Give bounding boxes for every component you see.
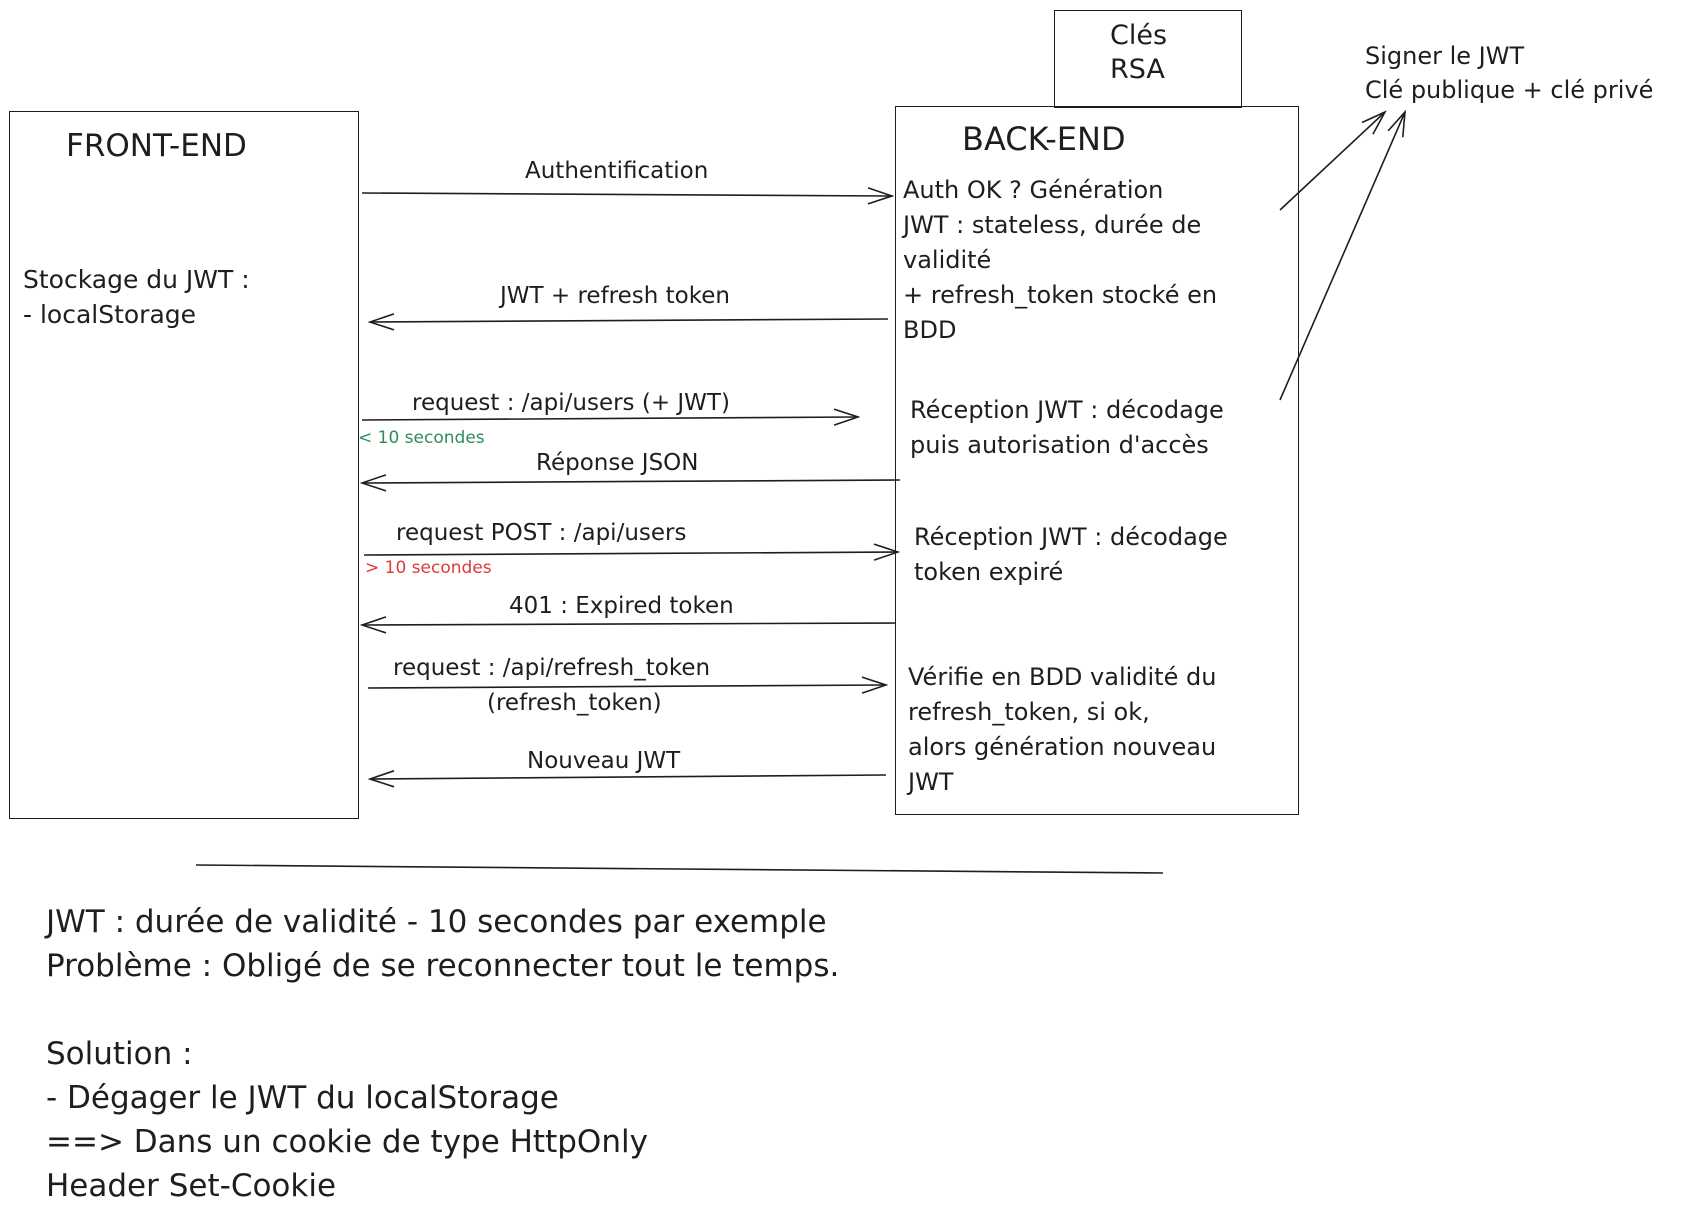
label-new-jwt: Nouveau JWT — [527, 748, 681, 774]
arrow-refresh-request — [367, 685, 886, 688]
backend-block-auth-line: Auth OK ? Génération — [903, 176, 1164, 204]
label-over-10-seconds: > 10 secondes — [365, 558, 492, 578]
backend-block-refresh-line: refresh_token, si ok, — [908, 698, 1150, 726]
backend-block-auth-line: JWT : stateless, durée de — [903, 211, 1202, 239]
arrow-auth — [361, 193, 892, 196]
backend-block-decode-line: puis autorisation d'accès — [910, 431, 1209, 459]
frontend-box — [9, 111, 359, 819]
frontend-title: FRONT-END — [66, 128, 247, 164]
backend-block-auth-line: BDD — [903, 316, 957, 344]
backend-box — [895, 106, 1299, 815]
label-refresh-request-line-2: (refresh_token) — [487, 690, 662, 716]
backend-block-decode-line: Réception JWT : décodage — [910, 396, 1224, 424]
backend-block-auth: Auth OK ? Génération JWT : stateless, du… — [903, 173, 1217, 348]
arrow-json-response — [362, 480, 901, 483]
label-json-response: Réponse JSON — [536, 450, 699, 476]
label-under-10-seconds: < 10 secondes — [358, 428, 485, 448]
keys-line-2: RSA — [1110, 54, 1165, 85]
backend-block-auth-line: + refresh_token stocké en — [903, 281, 1218, 309]
label-request-post: request POST : /api/users — [396, 520, 687, 546]
arrow-sign-2 — [1279, 112, 1405, 401]
frontend-storage-line-2: - localStorage — [23, 300, 197, 329]
label-auth: Authentification — [525, 158, 709, 184]
arrow-new-jwt — [370, 775, 887, 779]
notes-line: Problème : Obligé de se reconnecter tout… — [46, 948, 840, 984]
backend-block-expired-line: Réception JWT : décodage — [914, 523, 1228, 551]
arrow-expired — [362, 623, 896, 625]
backend-block-expired: Réception JWT : décodage token expiré — [914, 520, 1228, 590]
backend-block-refresh-line: JWT — [908, 768, 954, 796]
notes-line: Header Set-Cookie — [46, 1168, 337, 1204]
notes-line: Solution : — [46, 1036, 193, 1072]
signing-note-line-1: Signer le JWT — [1365, 42, 1525, 70]
keys-box — [1054, 10, 1242, 108]
label-request-users: request : /api/users (+ JWT) — [412, 390, 730, 416]
notes-line: - Dégager le JWT du localStorage — [46, 1080, 559, 1116]
notes-spacer — [46, 988, 839, 1032]
backend-block-refresh: Vérifie en BDD validité du refresh_token… — [908, 660, 1216, 800]
label-expired: 401 : Expired token — [509, 593, 734, 619]
label-refresh-request-line-1: request : /api/refresh_token — [393, 655, 711, 681]
backend-block-auth-line: validité — [903, 246, 992, 274]
backend-block-expired-line: token expiré — [914, 558, 1064, 586]
backend-block-decode: Réception JWT : décodage puis autorisati… — [910, 393, 1224, 463]
backend-title: BACK-END — [962, 120, 1126, 158]
notes-line: ==> Dans un cookie de type HttpOnly — [46, 1124, 648, 1160]
arrow-request-post — [363, 552, 898, 555]
notes-line: JWT : durée de validité - 10 secondes pa… — [46, 904, 827, 940]
backend-block-refresh-line: alors génération nouveau — [908, 733, 1217, 761]
keys-line-1: Clés — [1110, 20, 1168, 51]
backend-block-refresh-line: Vérifie en BDD validité du — [908, 663, 1217, 691]
notes-block: JWT : durée de validité - 10 secondes pa… — [46, 900, 839, 1208]
separator-line — [195, 864, 1164, 874]
arrow-request-users — [361, 417, 858, 420]
arrow-sign-1 — [1279, 112, 1385, 211]
label-jwt-refresh: JWT + refresh token — [500, 283, 730, 309]
signing-note-line-2: Clé publique + clé privé — [1365, 76, 1654, 104]
arrow-jwt-refresh — [370, 319, 889, 322]
frontend-storage-line-1: Stockage du JWT : — [23, 265, 250, 294]
